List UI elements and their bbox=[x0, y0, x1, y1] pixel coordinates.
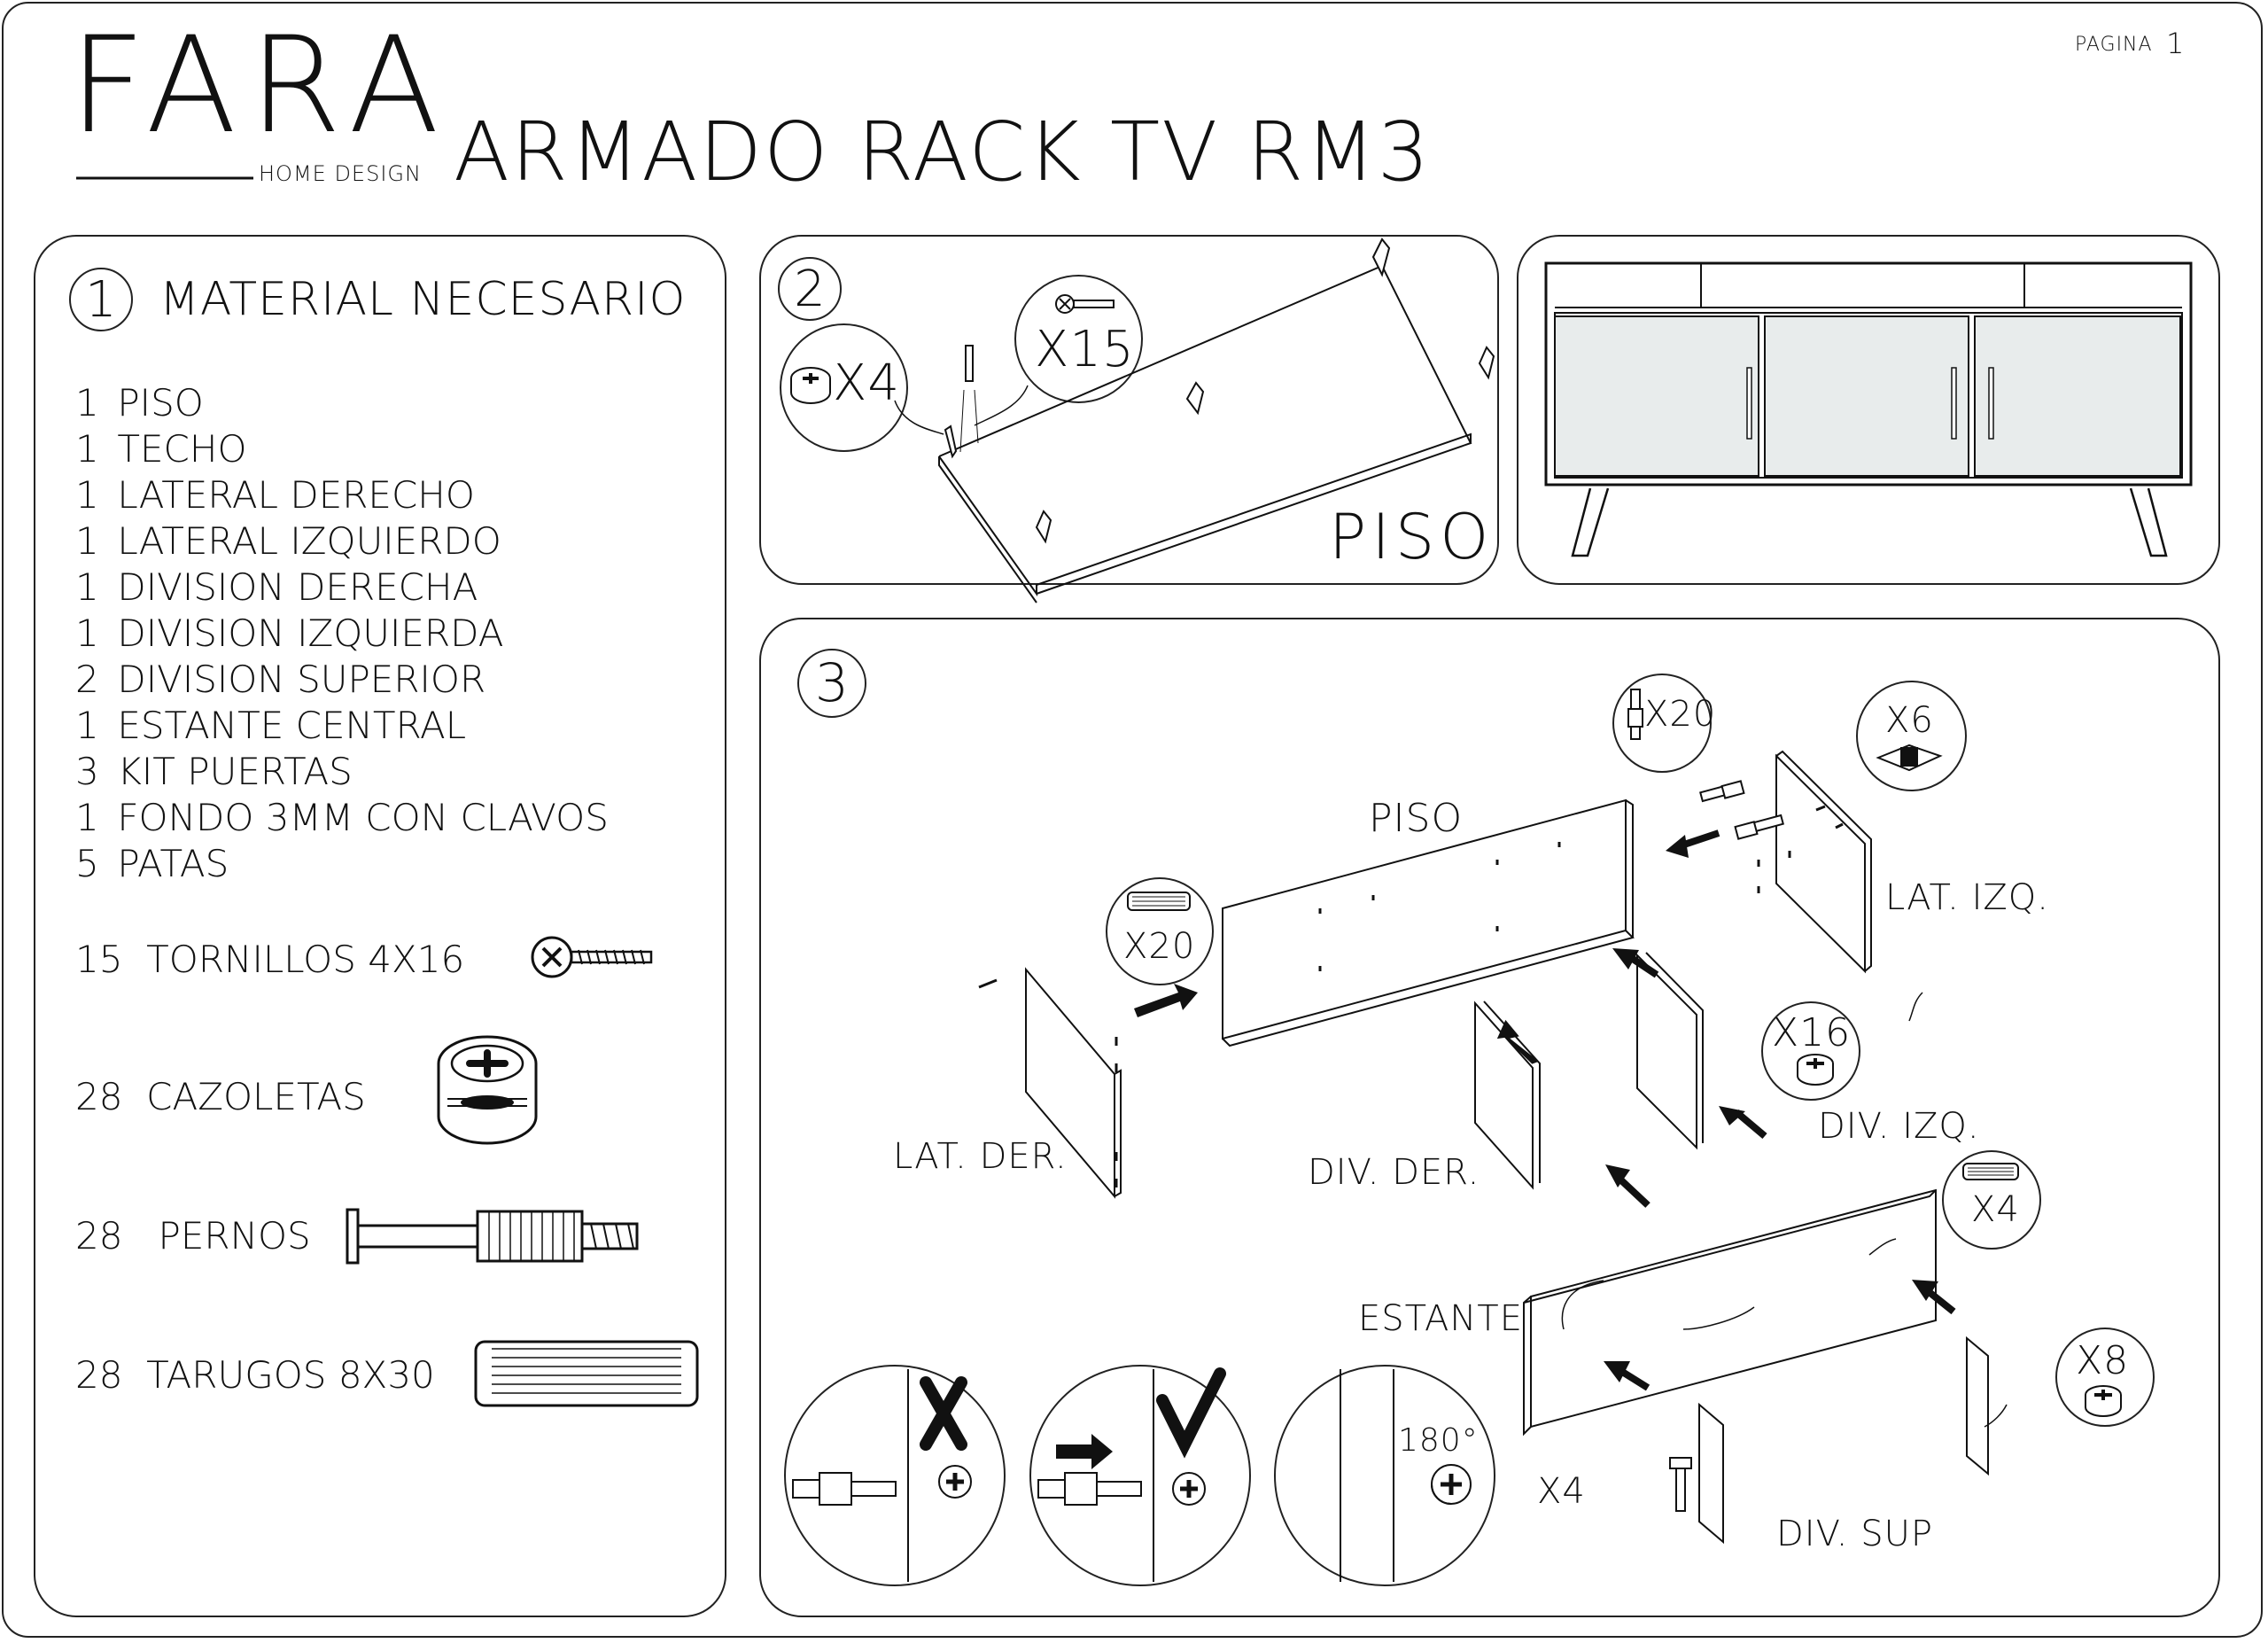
list-item: 2 DIVISION SUPERIOR bbox=[75, 658, 486, 701]
detail-wrong bbox=[784, 1365, 1006, 1586]
page-number: 1 bbox=[2166, 27, 2186, 60]
cams-small-qty: X8 bbox=[2076, 1338, 2130, 1383]
brand-tagline: HOME DESIGN bbox=[259, 161, 422, 186]
step-1-badge: 1 bbox=[69, 268, 133, 331]
screw-qty: X15 bbox=[1035, 321, 1135, 378]
label-piso: PISO bbox=[1369, 796, 1464, 841]
list-item: 1 LATERAL DERECHO bbox=[75, 473, 475, 517]
dowel-icon bbox=[1127, 892, 1191, 911]
tv-rack-preview bbox=[1544, 261, 2193, 557]
hardware-item: 15 TORNILLOS 4X16 bbox=[75, 938, 465, 981]
list-item: 1 ESTANTE CENTRAL bbox=[75, 704, 467, 747]
cam-callout bbox=[780, 323, 908, 452]
materials-title: MATERIAL NECESARIO bbox=[159, 273, 687, 326]
floor-label: PISO bbox=[1329, 501, 1495, 573]
list-item: 1 FONDO 3MM CON CLAVOS bbox=[75, 796, 609, 839]
hardware-item: 28 TARUGOS 8X30 bbox=[75, 1353, 435, 1397]
bolts-callout bbox=[1612, 674, 1712, 773]
page-title: ARMADO RACK TV RM3 bbox=[454, 105, 1432, 199]
hardware-item: 28 CAZOLETAS bbox=[75, 1075, 366, 1118]
dowel-icon bbox=[474, 1340, 699, 1407]
dowels-callout bbox=[1106, 877, 1214, 985]
cam-lock-icon bbox=[790, 367, 831, 404]
bolt-icon bbox=[1627, 689, 1643, 740]
cam-lock-icon bbox=[2085, 1385, 2122, 1417]
screw-icon bbox=[531, 936, 653, 978]
list-item: 1 DIVISION IZQUIERDA bbox=[75, 611, 504, 655]
label-div-der: DIV. DER. bbox=[1308, 1152, 1480, 1193]
list-item: 1 PISO bbox=[75, 381, 204, 424]
assembly-drawing bbox=[978, 750, 2008, 1545]
wrong-detail-drawing bbox=[792, 1369, 972, 1582]
mounting-plate-icon bbox=[1876, 744, 1943, 772]
dowels-small-qty: X4 bbox=[1971, 1189, 2020, 1230]
label-estante: ESTANTE bbox=[1358, 1298, 1523, 1339]
dowel-icon bbox=[1962, 1163, 2019, 1180]
label-div-izq: DIV. IZQ. bbox=[1818, 1106, 1980, 1147]
cam-lock-icon bbox=[437, 1035, 538, 1145]
list-item: 5 PATAS bbox=[75, 842, 229, 885]
list-item: 1 LATERAL IZQUIERDO bbox=[75, 519, 501, 563]
bolts-qty: X20 bbox=[1644, 694, 1717, 735]
dowels-small-callout bbox=[1942, 1150, 2041, 1250]
rotation-label: 180° bbox=[1398, 1422, 1479, 1459]
step-2-badge: 2 bbox=[778, 257, 842, 321]
screw-callout bbox=[1014, 275, 1143, 403]
label-lat-der: LAT. DER. bbox=[893, 1136, 1068, 1177]
label-div-sup: DIV. SUP bbox=[1776, 1514, 1934, 1554]
bolt-icon bbox=[346, 1208, 639, 1265]
label-lat-izq: LAT. IZQ. bbox=[1885, 877, 2049, 918]
cam-qty: X4 bbox=[833, 354, 900, 412]
list-item: 3 KIT PUERTAS bbox=[75, 750, 353, 793]
list-item: 1 TECHO bbox=[75, 427, 247, 471]
page-label: PAGINA bbox=[2075, 34, 2153, 56]
dowels-qty: X20 bbox=[1123, 926, 1196, 967]
detail-rotate bbox=[1274, 1365, 1495, 1586]
step-3-badge: 3 bbox=[797, 649, 866, 718]
plates-qty: X6 bbox=[1885, 700, 1934, 741]
correct-detail-drawing bbox=[1037, 1367, 1226, 1582]
cam-lock-icon bbox=[1797, 1054, 1834, 1086]
screw-icon bbox=[1055, 294, 1115, 314]
rotate-detail-drawing bbox=[1340, 1369, 1472, 1582]
brand-logo: FARA bbox=[69, 9, 452, 163]
detail-correct bbox=[1029, 1365, 1251, 1586]
floor-board-drawing bbox=[894, 237, 1495, 603]
bolts-small-qty: X4 bbox=[1537, 1471, 1586, 1512]
cams-small-callout bbox=[2055, 1328, 2155, 1427]
cams-qty: X16 bbox=[1772, 1010, 1852, 1055]
list-item: 1 DIVISION DERECHA bbox=[75, 565, 478, 609]
cams-callout bbox=[1761, 1001, 1860, 1101]
plates-callout bbox=[1856, 681, 1967, 791]
brand-underline bbox=[76, 176, 253, 180]
hardware-item: 28 PERNOS bbox=[75, 1214, 311, 1258]
